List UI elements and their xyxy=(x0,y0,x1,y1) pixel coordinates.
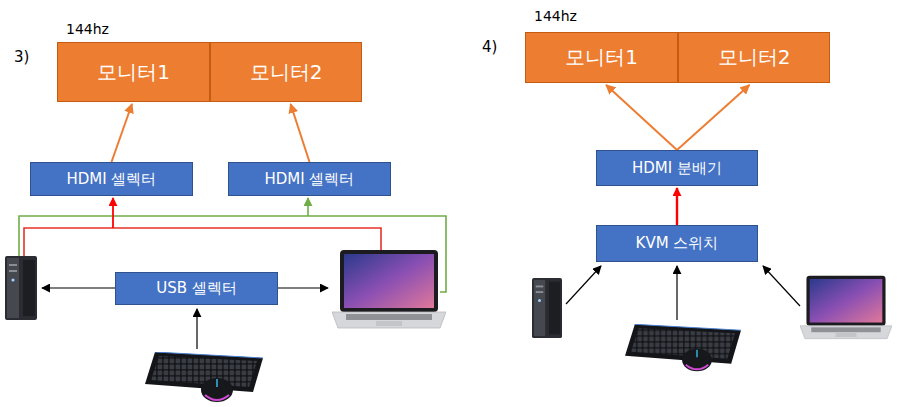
box-label: HDMI 분배기 xyxy=(632,159,722,178)
box-label: KVM 스위치 xyxy=(636,234,719,253)
splitter-box: HDMI 분배기 xyxy=(596,150,758,186)
mouse xyxy=(201,378,233,402)
monitor-box: 모니터2 xyxy=(210,42,362,102)
box-label: 모니터2 xyxy=(250,59,323,86)
box-label: 모니터2 xyxy=(718,44,791,71)
usb-arrow xyxy=(278,287,328,288)
monitor-box: 모니터2 xyxy=(678,32,830,83)
input-arrow xyxy=(676,266,677,320)
box-label: 모니터1 xyxy=(565,44,638,71)
box-label: HDMI 셀렉터 xyxy=(265,170,355,189)
monitor-box: 모니터1 xyxy=(57,42,210,102)
laptop xyxy=(332,250,446,328)
switch-box: KVM 스위치 xyxy=(596,225,758,262)
connector-arrow xyxy=(676,188,678,225)
desktop-pc xyxy=(5,256,37,320)
red-cable xyxy=(24,228,381,256)
input-arrow xyxy=(566,266,601,304)
diagram-number: 3) xyxy=(14,48,29,66)
mouse xyxy=(682,349,712,371)
box-label: 모니터1 xyxy=(97,59,170,86)
input-arrow xyxy=(763,266,800,306)
selector-box: HDMI 셀렉터 xyxy=(228,162,391,196)
green-arrow xyxy=(307,198,309,216)
connector-arrow xyxy=(291,104,310,162)
monitor-box: 모니터1 xyxy=(525,32,678,83)
connector-arrow xyxy=(606,85,677,150)
selector-box: USB 셀렉터 xyxy=(115,272,278,305)
box-label: USB 셀렉터 xyxy=(156,279,237,298)
input-arrow xyxy=(196,309,197,349)
laptop xyxy=(800,276,892,339)
red-arrow xyxy=(112,198,114,228)
refresh-rate: 144hz xyxy=(534,8,577,24)
connector-arrow xyxy=(677,85,749,150)
usb-arrow xyxy=(42,287,115,288)
desktop-pc xyxy=(532,278,562,338)
diagram-number: 4) xyxy=(482,38,497,56)
box-label: HDMI 셀렉터 xyxy=(67,170,157,189)
refresh-rate: 144hz xyxy=(66,21,109,37)
connector-arrow xyxy=(112,104,132,162)
selector-box: HDMI 셀렉터 xyxy=(30,162,193,196)
